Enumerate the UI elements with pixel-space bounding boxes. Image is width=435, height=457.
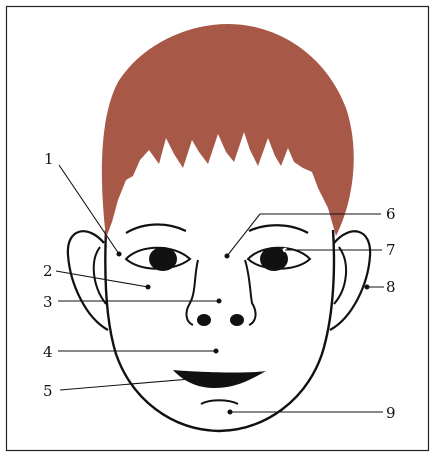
label-4: 4 xyxy=(43,343,53,361)
label-3: 3 xyxy=(43,293,53,311)
leader-dot-1 xyxy=(117,252,121,256)
leader-dot-4 xyxy=(214,349,218,353)
leader-dot-8 xyxy=(365,285,369,289)
leader-dot-9 xyxy=(228,410,232,414)
label-5: 5 xyxy=(43,382,53,400)
leader-dot-5 xyxy=(200,376,204,380)
label-1: 1 xyxy=(44,150,54,168)
leader-dot-6 xyxy=(225,254,229,258)
label-7: 7 xyxy=(386,241,396,259)
leader-dot-3 xyxy=(217,299,221,303)
label-6: 6 xyxy=(386,205,396,223)
label-2: 2 xyxy=(43,262,53,280)
right-nostril xyxy=(230,314,244,326)
label-8: 8 xyxy=(386,278,396,296)
leader-dot-2 xyxy=(146,285,150,289)
label-9: 9 xyxy=(386,404,396,422)
left-nostril xyxy=(197,314,211,326)
right-ear xyxy=(330,231,370,330)
hair xyxy=(102,24,354,238)
left-pupil xyxy=(149,247,177,271)
left-ear xyxy=(68,231,108,330)
